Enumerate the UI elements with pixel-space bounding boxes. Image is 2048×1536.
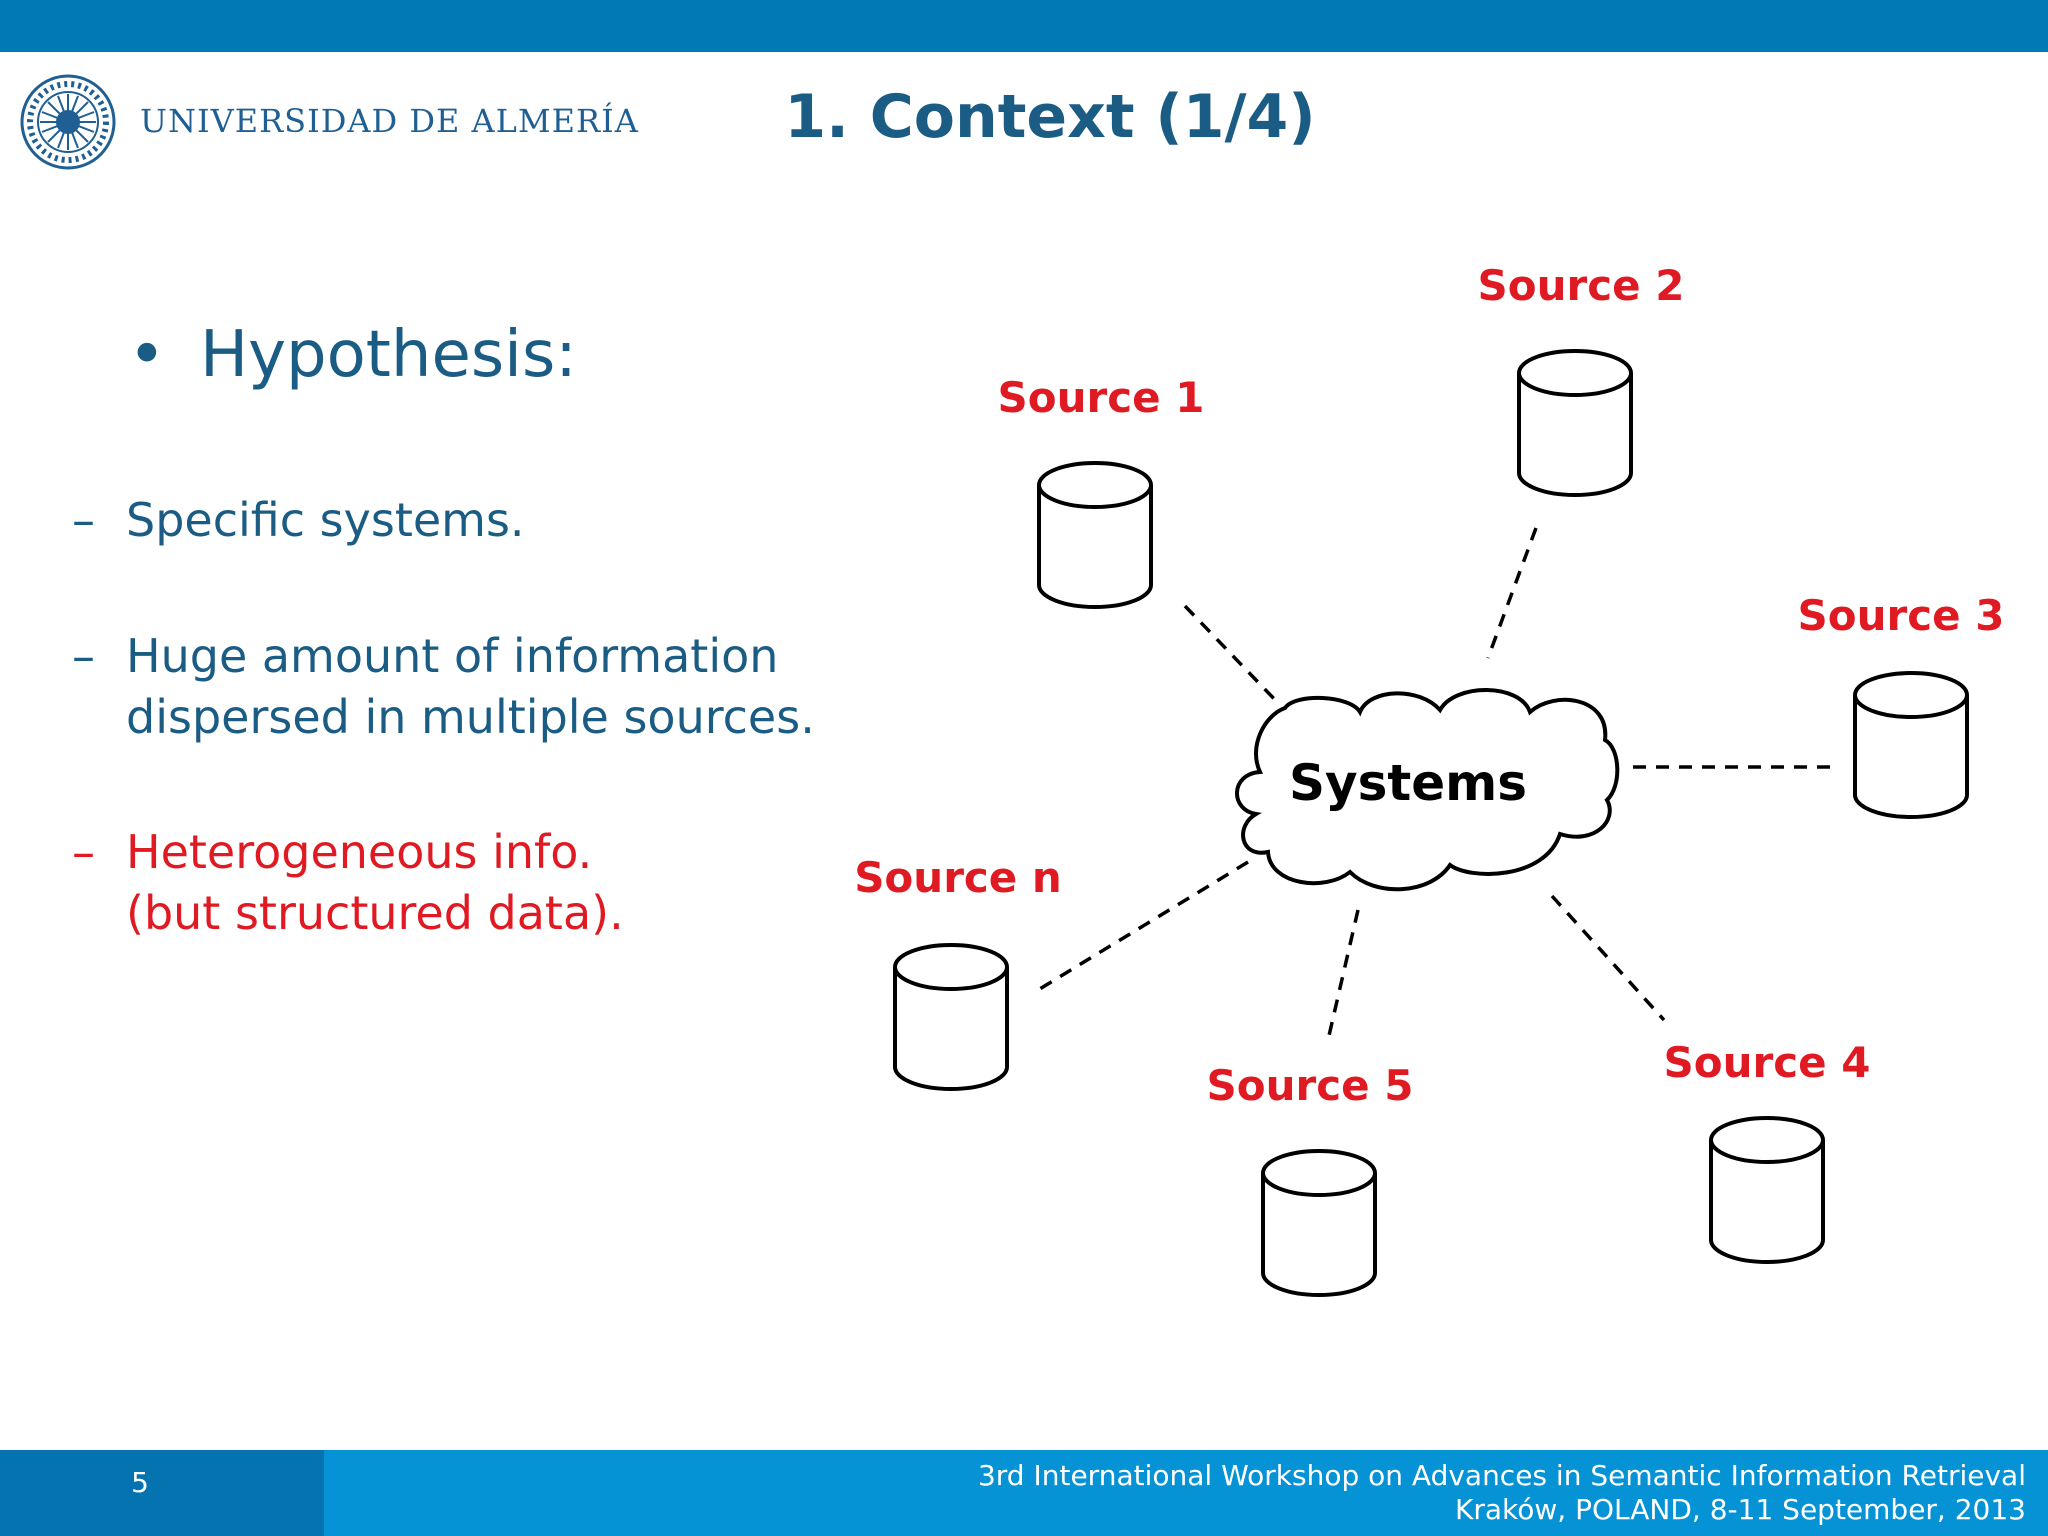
sub-item-text: Huge amount of information dispersed in … — [126, 626, 815, 748]
dash: – — [72, 493, 95, 547]
connector-source-4 — [1550, 894, 1666, 1022]
footer-bar — [324, 1450, 2048, 1536]
sub-item-line: Huge amount of information — [126, 629, 779, 683]
sub-item-text: Heterogeneous info. (but structured data… — [126, 822, 624, 944]
footer-line-2: Kraków, POLAND, 8-11 September, 2013 — [1455, 1493, 2026, 1526]
dash: – — [72, 825, 95, 879]
sub-item-line: dispersed in multiple sources. — [126, 690, 815, 744]
source-label: Source 5 — [1207, 1061, 1414, 1110]
sources-diagram: Systems Source 1 Source 2 Source — [854, 261, 2005, 1297]
source-label: Source 1 — [998, 373, 1205, 422]
database-icon — [1709, 1116, 1825, 1264]
cloud-label: Systems — [1289, 754, 1527, 812]
slide-title: 1. Context (1/4) — [784, 82, 1316, 152]
hypothesis-bullet: • Hypothesis: — [128, 318, 577, 392]
university-logo — [20, 74, 116, 170]
database-icon — [893, 943, 1009, 1091]
connector-source-1 — [1183, 604, 1282, 707]
connector-source-n — [1037, 860, 1249, 992]
bullet-dot: • — [128, 318, 166, 392]
footer-line-1: 3rd International Workshop on Advances i… — [977, 1459, 2026, 1492]
dash: – — [72, 629, 95, 683]
connector-source-2 — [1486, 527, 1538, 659]
source-label: Source 4 — [1664, 1038, 1871, 1087]
sub-item-text: Specific systems. — [126, 490, 525, 551]
source-label: Source 3 — [1798, 591, 2005, 640]
database-icon — [1261, 1149, 1377, 1297]
bullet-text: Hypothesis: — [200, 318, 577, 392]
source-label: Source n — [854, 853, 1062, 902]
source-label: Source 2 — [1478, 261, 1685, 310]
cloud-shape — [1235, 688, 1620, 892]
database-icon — [1853, 671, 1969, 819]
sub-item-line: Specific systems. — [126, 493, 525, 547]
sub-item-line: Heterogeneous info. — [126, 825, 593, 879]
connector-source-5 — [1326, 909, 1360, 1041]
top-bar — [0, 0, 2048, 52]
footer-page-block — [0, 1450, 324, 1536]
database-icon — [1037, 461, 1153, 609]
database-icon — [1517, 349, 1633, 497]
sub-item-line: (but structured data). — [126, 886, 624, 940]
page-number: 5 — [131, 1466, 149, 1499]
footer-conference-text: 3rd International Workshop on Advances i… — [978, 1459, 2026, 1527]
logo-text: UNIVERSIDAD DE ALMERÍA — [140, 102, 639, 140]
